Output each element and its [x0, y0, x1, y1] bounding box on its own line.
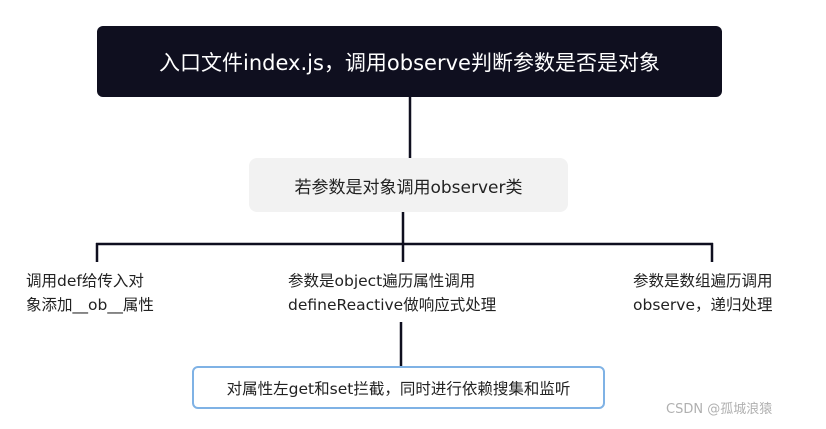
leaf-node-object-line-2: defineReactive做响应式处理	[288, 296, 497, 314]
bottom-node: 对属性左get和set拦截，同时进行依赖搜集和监听	[192, 366, 605, 409]
leaf-node-object: 参数是object遍历属性调用 defineReactive做响应式处理	[288, 269, 496, 317]
leaf-node-array-line-1: 参数是数组遍历调用	[633, 272, 773, 290]
root-node-label: 入口文件index.js，调用observe判断参数是否是对象	[159, 50, 660, 75]
leaf-node-def-line-2: 象添加__ob__属性	[26, 296, 154, 314]
leaf-node-def-line-1: 调用def给传入对	[26, 272, 144, 290]
watermark: CSDN @孤城浪猿	[666, 402, 773, 417]
leaf-node-array: 参数是数组遍历调用 observe，递归处理	[633, 269, 773, 317]
leaf-node-array-line-2: observe，递归处理	[633, 296, 773, 314]
leaf-node-def: 调用def给传入对 象添加__ob__属性	[26, 269, 154, 317]
root-node: 入口文件index.js，调用observe判断参数是否是对象	[97, 26, 722, 97]
bottom-node-label: 对属性左get和set拦截，同时进行依赖搜集和监听	[226, 379, 571, 398]
middle-node-label: 若参数是对象调用observer类	[294, 177, 523, 198]
leaf-node-object-line-1: 参数是object遍历属性调用	[288, 272, 476, 290]
middle-node: 若参数是对象调用observer类	[249, 158, 568, 212]
